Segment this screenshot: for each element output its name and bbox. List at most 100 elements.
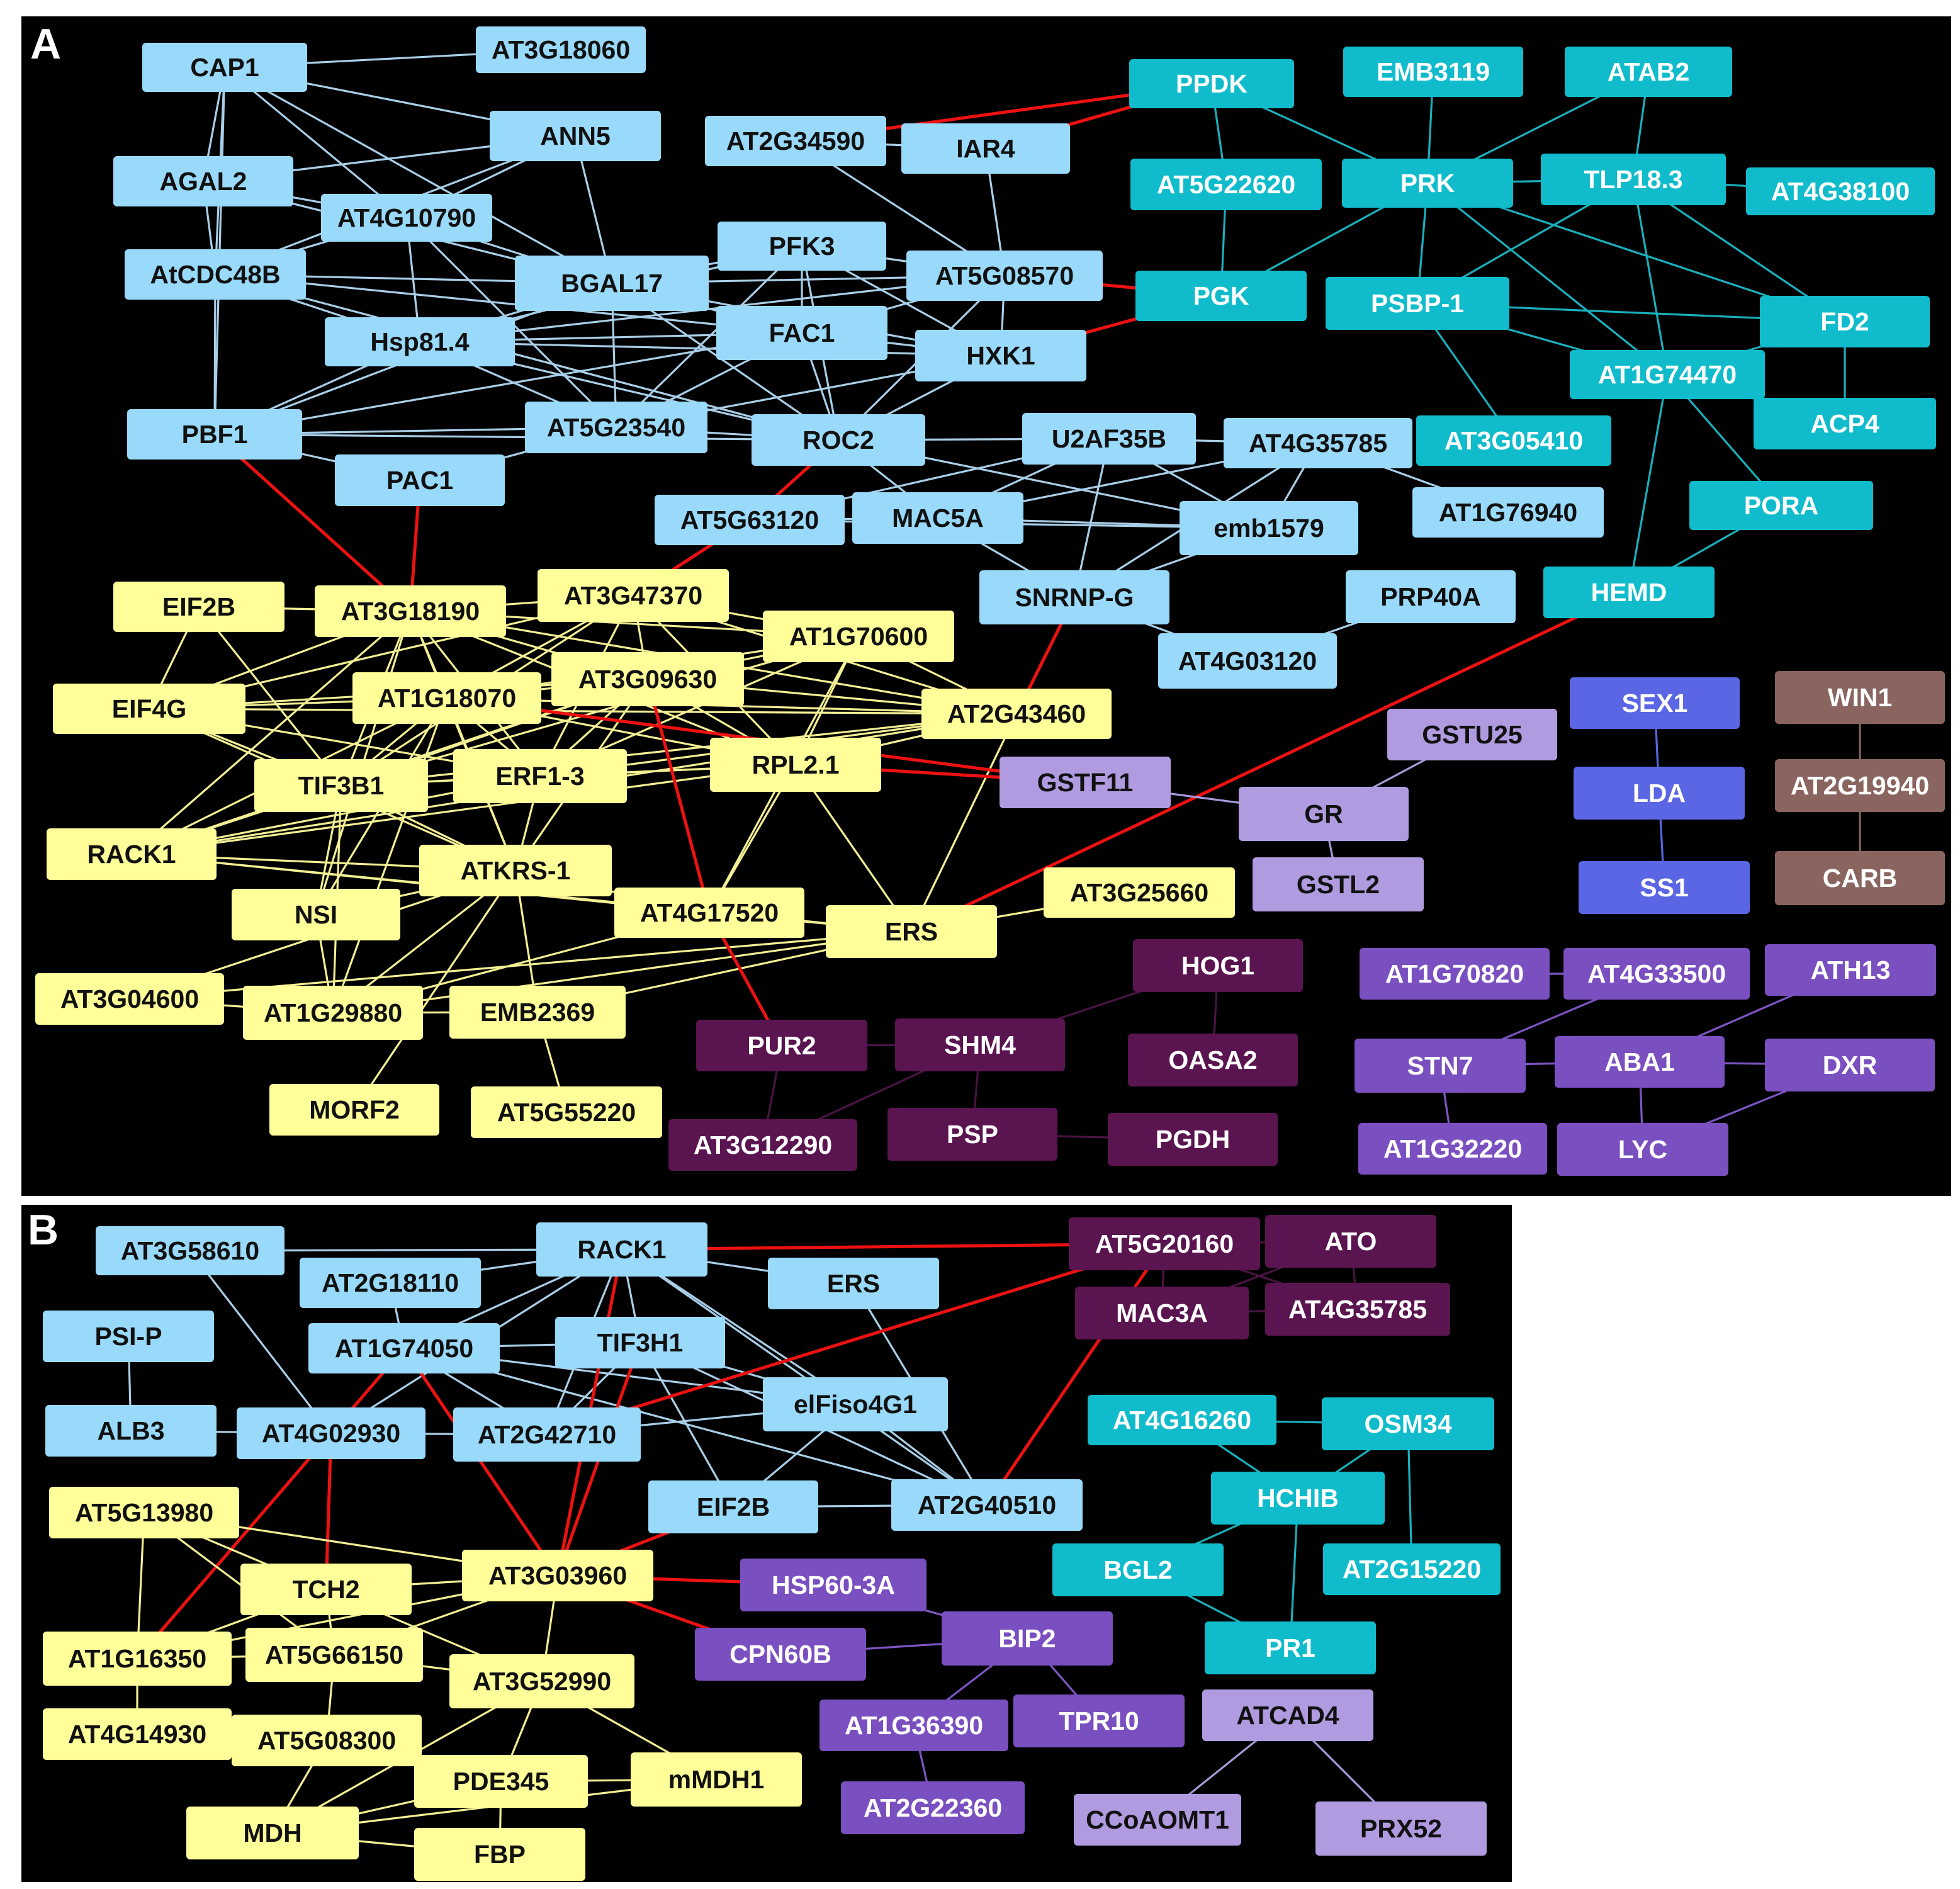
node-cpn60b: CPN60B [695, 1628, 866, 1681]
node-at3g25660: AT3G25660 [1044, 867, 1235, 918]
node-iar4: IAR4 [901, 123, 1070, 174]
node-ers: ERS [768, 1258, 939, 1309]
node-ers: ERS [826, 905, 997, 958]
node-at5g20160: AT5G20160 [1069, 1217, 1260, 1270]
edge-rpl2-1-rack1 [131, 764, 796, 855]
node-at1g36390: AT1G36390 [819, 1700, 1008, 1751]
node-rpl2-1: RPL2.1 [710, 738, 881, 792]
node-prp40a: PRP40A [1346, 570, 1516, 623]
edge-ers-hemd [910, 590, 1630, 933]
panel-label-a: A [30, 20, 62, 68]
node-fd2: FD2 [1760, 296, 1930, 347]
node-tlp18-3: TLP18.3 [1541, 154, 1726, 205]
edge-rpl2-1-ers [794, 764, 913, 932]
node-at3g58610: AT3G58610 [96, 1226, 284, 1275]
node-fac1: FAC1 [716, 306, 887, 360]
node-oasa2: OASA2 [1128, 1034, 1298, 1086]
node-rack1: RACK1 [536, 1222, 707, 1277]
node-fbp: FBP [414, 1828, 585, 1881]
edge-at3g58610-at4g02930 [189, 1250, 332, 1434]
edge-prk-at1g74470 [1427, 182, 1668, 376]
node-alb3: ALB3 [45, 1405, 217, 1457]
edge-hxk1-hsp81-4 [419, 341, 1001, 357]
node-at3g18190: AT3G18190 [315, 585, 506, 637]
node-at1g74470: AT1G74470 [1570, 350, 1765, 399]
node-at5g13980: AT5G13980 [49, 1487, 239, 1538]
edge-at3g09630-at4g17520 [646, 679, 711, 913]
node-gstl2: GSTL2 [1253, 857, 1424, 911]
node-eif2b: EIF2B [113, 582, 284, 632]
node-pfk3: PFK3 [718, 222, 886, 271]
node-at1g32220: AT1G32220 [1358, 1123, 1547, 1175]
node-agal2: AGAL2 [113, 156, 293, 206]
node-at3g52990: AT3G52990 [449, 1654, 634, 1708]
node-win1: WIN1 [1775, 671, 1945, 724]
node-at2g18110: AT2G18110 [300, 1258, 481, 1308]
node-atcdc48b: AtCDC48B [125, 249, 306, 300]
panel-label-b: B [28, 1206, 59, 1254]
node-at4g35785: AT4G35785 [1265, 1283, 1450, 1336]
node-at2g43460: AT2G43460 [921, 689, 1112, 739]
node-tpr10: TPR10 [1013, 1694, 1185, 1747]
node-ppdk: PPDK [1129, 59, 1294, 108]
node-at1g18070: AT1G18070 [352, 672, 541, 724]
edge-at3g18190-rack1 [130, 610, 412, 855]
node-ato: ATO [1265, 1215, 1436, 1268]
node-gr: GR [1239, 787, 1409, 841]
node-at2g42710: AT2G42710 [453, 1407, 641, 1462]
node-mdh: MDH [186, 1807, 359, 1859]
node-lda: LDA [1574, 767, 1745, 820]
node-mac5a: MAC5A [852, 492, 1023, 544]
node-prx52: PRX52 [1315, 1802, 1487, 1856]
node-ss1: SS1 [1579, 861, 1750, 914]
node-at4g03120: AT4G03120 [1158, 633, 1337, 689]
edge-cap1-bgal17 [224, 66, 612, 285]
node-at5g22620: AT5G22620 [1130, 159, 1322, 210]
node-at1g16350: AT1G16350 [43, 1632, 232, 1686]
node-shm4: SHM4 [895, 1018, 1065, 1071]
node-u2af35b: U2AF35B [1022, 413, 1196, 465]
node-aba1: ABA1 [1555, 1036, 1725, 1088]
node-at5g55220: AT5G55220 [471, 1086, 662, 1138]
node-carb: CARB [1775, 851, 1945, 905]
node-at5g23540: AT5G23540 [525, 402, 707, 453]
node-at4g35785: AT4G35785 [1224, 418, 1412, 468]
node-pur2: PUR2 [696, 1020, 867, 1071]
node-pgk: PGK [1135, 271, 1307, 321]
node-lyc: LYC [1557, 1123, 1728, 1176]
node-bip2: BIP2 [942, 1611, 1113, 1666]
node-osm34: OSM34 [1322, 1397, 1494, 1450]
node-ccoaomt1: CCoAOMT1 [1074, 1794, 1241, 1846]
node-at3g05410: AT3G05410 [1416, 415, 1611, 466]
node-erf1-3: ERF1-3 [453, 749, 627, 803]
node-pbf1: PBF1 [127, 409, 302, 460]
node-sex1: SEX1 [1570, 677, 1740, 729]
node-at4g02930: AT4G02930 [237, 1407, 425, 1459]
edge-at1g74050-at2g40510 [403, 1347, 988, 1506]
node-at3g18060: AT3G18060 [476, 26, 646, 73]
node-bgal17: BGAL17 [515, 256, 709, 311]
node-at4g38100: AT4G38100 [1746, 167, 1935, 215]
node-elfiso4g1: elFiso4G1 [763, 1377, 948, 1431]
node-at2g19940: AT2G19940 [1775, 759, 1945, 812]
node-tch2: TCH2 [240, 1564, 412, 1615]
node-eif2b: EIF2B [648, 1480, 818, 1533]
edge-tif3h1-eif2b [639, 1342, 735, 1508]
node-morf2: MORF2 [269, 1084, 439, 1136]
node-ann5: ANN5 [490, 111, 661, 161]
node-pora: PORA [1689, 481, 1873, 530]
node-at5g66150: AT5G66150 [245, 1628, 423, 1682]
node-hog1: HOG1 [1133, 939, 1303, 992]
edge-at1g18070-at1g29880 [332, 697, 448, 1013]
node-hchib: HCHIB [1211, 1472, 1385, 1525]
edge-eif4g-at2g43460 [149, 708, 1017, 715]
node-tif3h1: TIF3H1 [555, 1317, 725, 1368]
node-hemd: HEMD [1543, 567, 1715, 618]
node-atkrs-1: ATKRS-1 [419, 845, 612, 896]
node-at2g40510: AT2G40510 [891, 1479, 1083, 1531]
node-snrnp-g: SNRNP-G [979, 570, 1169, 624]
edge-fac1-pbf1 [214, 332, 803, 436]
node-at3g04600: AT3G04600 [35, 973, 224, 1025]
